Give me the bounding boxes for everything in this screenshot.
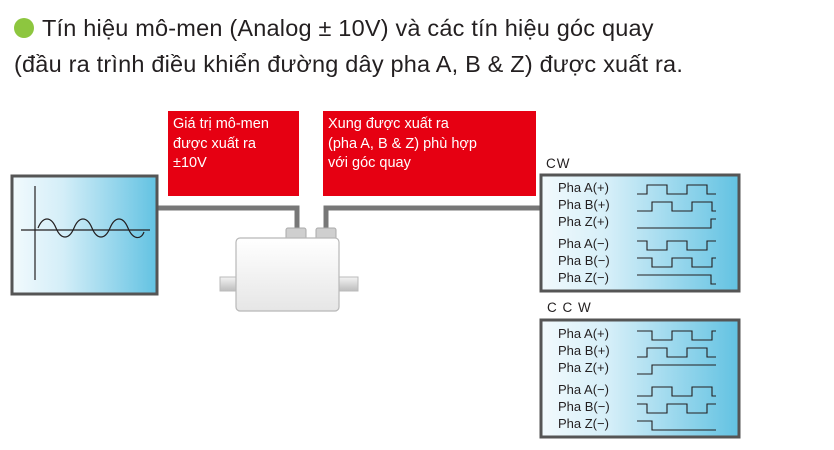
ccw-waveforms — [637, 330, 716, 431]
heading-text-1: Tín hiệu mô-men (Analog ± 10V) và các tí… — [42, 15, 654, 41]
signal-wires — [157, 205, 541, 232]
callout-line: Giá trị mô-men — [173, 116, 269, 132]
sensor-shaft-left — [219, 276, 239, 292]
torque-monitor — [10, 174, 159, 296]
ccw-wave-z-plus — [637, 364, 716, 375]
ccw-label-b-minus: Pha B(−) — [558, 399, 610, 414]
cw-wave-a-minus — [637, 240, 716, 251]
pulse-output-callout: Xung được xuất ra (pha A, B & Z) phù hợp… — [323, 111, 536, 196]
ccw-wave-a-minus — [637, 386, 716, 397]
torque-monitor-screen — [10, 174, 159, 296]
callout-line: với góc quay — [328, 155, 411, 171]
cw-waveforms — [637, 184, 716, 285]
ccw-label-z-minus: Pha Z(−) — [558, 416, 609, 431]
cw-label-a-plus: Pha A(+) — [558, 180, 609, 195]
ccw-label-z-plus: Pha Z(+) — [558, 360, 609, 375]
pulse-wire — [323, 205, 541, 232]
ccw-label-b-plus: Pha B(+) — [558, 343, 610, 358]
heading-line-2: (đầu ra trình điều khiển đường dây pha A… — [14, 51, 684, 77]
torque-output-callout: Giá trị mô-men được xuất ra ±10V — [168, 111, 299, 196]
cw-wave-z-plus — [637, 218, 716, 229]
cw-label-a-minus: Pha A(−) — [558, 236, 609, 251]
bullet-dot-icon — [14, 18, 34, 38]
cw-wave-z-minus — [637, 274, 716, 285]
ccw-label-a-minus: Pha A(−) — [558, 382, 609, 397]
ccw-wave-a-plus — [637, 330, 716, 341]
cw-wave-a-plus — [637, 184, 716, 195]
ccw-wave-b-minus — [637, 403, 716, 414]
cw-wave-b-minus — [637, 257, 716, 268]
callout-line: Xung được xuất ra — [328, 116, 449, 132]
cw-label-b-minus: Pha B(−) — [558, 253, 610, 268]
ccw-wave-b-plus — [637, 347, 716, 358]
sensor-body — [235, 237, 340, 312]
cw-label-z-minus: Pha Z(−) — [558, 270, 609, 285]
cw-wave-b-plus — [637, 201, 716, 212]
ccw-panel-title: C C W — [547, 300, 592, 315]
ccw-wave-z-minus — [637, 420, 716, 431]
heading: Tín hiệu mô-men (Analog ± 10V) và các tí… — [14, 10, 829, 82]
cw-label-z-plus: Pha Z(+) — [558, 214, 609, 229]
sensor-shaft-right — [336, 276, 359, 292]
ccw-label-a-plus: Pha A(+) — [558, 326, 609, 341]
torque-sine-wave — [37, 218, 145, 239]
callout-line: được xuất ra — [173, 135, 256, 152]
callout-line: ±10V — [173, 155, 207, 171]
callout-line: (pha A, B & Z) phù hợp — [328, 135, 477, 152]
cw-panel-title: CW — [546, 156, 571, 171]
torque-sensor-unit — [219, 227, 359, 312]
torque-wire — [157, 205, 300, 232]
cw-label-b-plus: Pha B(+) — [558, 197, 610, 212]
heading-line-1: Tín hiệu mô-men (Analog ± 10V) và các tí… — [14, 10, 829, 46]
